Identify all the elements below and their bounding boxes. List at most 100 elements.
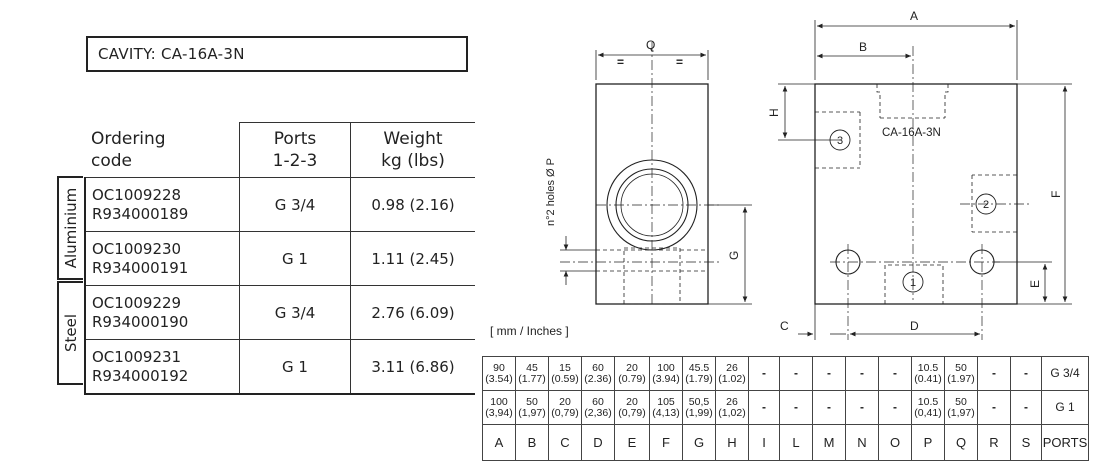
dimension-value-inches: (0.79)	[618, 372, 646, 385]
ordering-code-alt: R934000190	[92, 312, 189, 331]
dimension-value: 26	[726, 361, 738, 374]
table-row: OC1009229 R934000190 G 3/4 2.76 (6.09)	[84, 285, 475, 340]
header-weight-line2: kg (lbs)	[381, 151, 445, 171]
dimension-cell: 10.5(0,41)	[911, 390, 945, 425]
header-weight-line1: Weight	[383, 129, 443, 149]
dimension-value-inches: (4,13)	[652, 406, 680, 419]
dimension-cell: 50(1.97)	[944, 356, 978, 391]
dimension-value-inches: (1,97)	[518, 406, 546, 419]
dimension-cell: 100(3,94)	[482, 390, 516, 425]
dimension-label: H	[715, 424, 749, 461]
dimension-cell: 26(1,02)	[715, 390, 749, 425]
dimension-cell: 90(3.54)	[482, 356, 516, 391]
dimension-label: L	[779, 424, 813, 461]
dimension-cell: -	[1010, 356, 1042, 391]
dimension-cell: -	[812, 356, 846, 391]
dimension-cell: 105(4,13)	[649, 390, 683, 425]
dimension-cell: -	[878, 356, 912, 391]
dimension-label: Q	[944, 424, 978, 461]
symmetry-mark: =	[676, 55, 683, 69]
header-ports: Ports 1-2-3	[239, 122, 351, 178]
dimension-row: 90(3.54)45(1.77)15(0.59)60(2.36)20(0.79)…	[482, 356, 1089, 391]
weight-cell: 2.76 (6.09)	[350, 285, 475, 340]
dimension-label: O	[878, 424, 912, 461]
dimension-cell: 20(0,79)	[614, 390, 650, 425]
dimension-cell: -	[779, 356, 813, 391]
dimension-cell: -	[977, 390, 1011, 425]
dimension-value-inches: (0.59)	[551, 372, 579, 385]
dimension-value: 20	[626, 361, 638, 374]
dimension-value-inches: (2.36)	[584, 372, 612, 385]
dimension-value: 50	[955, 361, 967, 374]
dimension-value: -	[827, 400, 831, 414]
dimension-label: R	[977, 424, 1011, 461]
header-ordering-code-line1: Ordering	[91, 128, 166, 149]
dimension-value-inches: (1.79)	[685, 372, 713, 385]
dimension-cell: -	[748, 390, 780, 425]
dimension-value-inches: (1,02)	[718, 406, 746, 419]
dim-label-h: H	[767, 108, 781, 117]
material-aluminium: Aluminium	[57, 176, 83, 280]
side-view	[560, 42, 752, 306]
dimension-value-inches: (1.02)	[718, 372, 746, 385]
dimension-cell: 15(0.59)	[548, 356, 582, 391]
dimension-cell: 10.5(0.41)	[911, 356, 945, 391]
symmetry-mark: =	[617, 55, 624, 69]
cavity-label: CAVITY: CA-16A-3N	[86, 36, 468, 72]
dimension-value: -	[893, 400, 897, 414]
dimension-cell: 26(1.02)	[715, 356, 749, 391]
port-2-circle	[975, 193, 997, 215]
dimension-label: B	[515, 424, 549, 461]
dimension-cell: -	[1010, 390, 1042, 425]
dimension-value: -	[860, 400, 864, 414]
ports-cell: G 3/4	[239, 285, 351, 340]
port-3-label: 3	[837, 135, 843, 147]
dimension-value: 50	[526, 395, 538, 408]
port-2-label: 2	[983, 199, 989, 211]
port-1-circle	[902, 271, 924, 293]
dim-label-e: E	[1028, 280, 1042, 288]
dimension-port: G 3/4	[1041, 356, 1089, 391]
dimension-row: 100(3,94)50(1,97)20(0,79)60(2,36)20(0,79…	[482, 390, 1089, 425]
dimension-value: 26	[726, 395, 738, 408]
dimension-value: 10.5	[917, 361, 939, 374]
header-ports-line1: Ports	[273, 129, 317, 149]
dimension-label: N	[845, 424, 879, 461]
dimension-value: 20	[559, 395, 571, 408]
port-3-circle	[829, 129, 851, 151]
weight-cell: 0.98 (2.16)	[350, 177, 475, 232]
dimension-cell: 50,5(1,99)	[682, 390, 716, 425]
ordering-code-alt: R934000192	[92, 366, 189, 385]
dim-label-holes: n°2 holes Ø P	[545, 158, 557, 226]
dimension-cell: -	[977, 356, 1011, 391]
dimension-value: -	[794, 400, 798, 414]
dimension-cell: 20(0,79)	[548, 390, 582, 425]
dim-label-a: A	[910, 9, 918, 23]
dimension-label: C	[548, 424, 582, 461]
dimension-value-inches: (0,41)	[914, 406, 942, 419]
dimension-cell: 45(1.77)	[515, 356, 549, 391]
dimension-value-inches: (3.54)	[485, 372, 513, 385]
dimension-label: I	[748, 424, 780, 461]
header-weight: Weight kg (lbs)	[350, 122, 475, 178]
ports-cell: G 3/4	[239, 177, 351, 232]
ordering-table: Ordering code Ports 1-2-3 Weight kg (lbs…	[84, 122, 475, 395]
ordering-header-row: Ordering code Ports 1-2-3 Weight kg (lbs…	[85, 122, 475, 178]
dimension-value: -	[860, 366, 864, 380]
dim-label-g: G	[727, 251, 741, 260]
weight-cell: 3.11 (6.86)	[350, 339, 475, 395]
dimension-value: 100	[657, 361, 675, 374]
dimension-cell: -	[812, 390, 846, 425]
dim-label-b: B	[859, 40, 867, 54]
dimension-value: -	[1024, 400, 1028, 414]
dimension-cell: -	[845, 356, 879, 391]
dimension-value-inches: (1,99)	[685, 406, 713, 419]
dimension-cell: 20(0.79)	[614, 356, 650, 391]
dimension-cell: 100(3.94)	[649, 356, 683, 391]
header-ordering-code-line2: code	[91, 150, 132, 171]
dimension-value: 105	[657, 395, 675, 408]
dimension-value: -	[762, 366, 766, 380]
dimension-label: E	[614, 424, 650, 461]
